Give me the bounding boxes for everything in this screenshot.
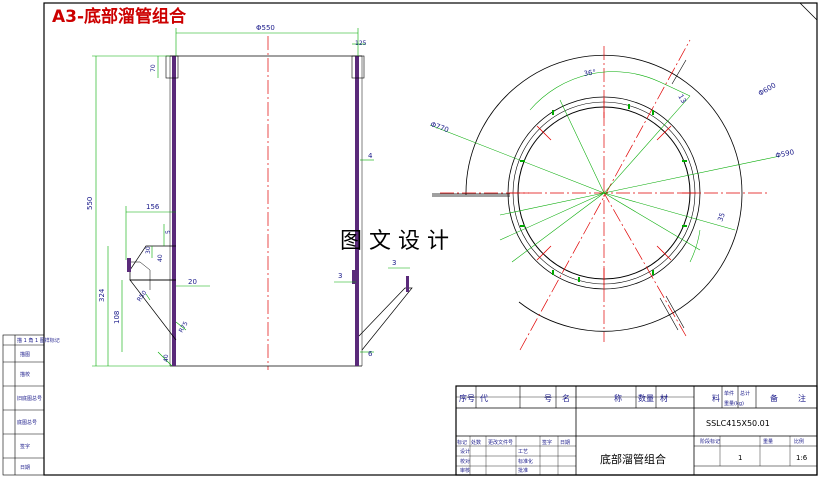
title-block-text: 序号 代 号 名 称 数量 材 料 单件 总计 重量(kg) 备 注 SSLC4… bbox=[457, 390, 808, 474]
qty-value: 1 bbox=[738, 454, 742, 462]
outer-border bbox=[43, 2, 818, 476]
role-2: 审核 bbox=[460, 467, 470, 474]
role-4: 标准化 bbox=[518, 458, 533, 465]
role-3: 工艺 bbox=[518, 449, 528, 455]
hdr-note: 备 bbox=[770, 393, 778, 403]
drawing-title: A3-底部溜管组合 bbox=[52, 6, 187, 27]
hdr-code: 代 bbox=[480, 393, 488, 403]
dim-6: 6 bbox=[368, 350, 373, 358]
title-block bbox=[455, 385, 818, 476]
dim-a13: 13 bbox=[676, 93, 687, 105]
hdr-mat: 材 bbox=[660, 393, 668, 403]
dim-t3: 3 bbox=[338, 272, 342, 280]
hdr-name2: 称 bbox=[614, 393, 622, 403]
front-view: Φ550 125 550 70 4 156 5 30 40 20 324 108… bbox=[86, 24, 413, 370]
dim-top-right: 125 bbox=[355, 40, 367, 47]
dim-r50: R50 bbox=[136, 289, 149, 303]
dim-d770: Φ770 bbox=[429, 120, 449, 134]
role-5: 批准 bbox=[518, 467, 528, 474]
margin-label-1: 描图 bbox=[20, 351, 30, 358]
rev-hdr-1: 处数 bbox=[471, 439, 481, 446]
hdr-note2: 注 bbox=[798, 393, 806, 403]
dim-324: 324 bbox=[98, 288, 106, 302]
rev-hdr-3: 签字 bbox=[542, 439, 552, 446]
corner-mark bbox=[799, 2, 818, 21]
dim-lug-w: 156 bbox=[146, 203, 160, 211]
watermark: 图 文 设 计 bbox=[340, 229, 449, 254]
dim-lug-sub2: 40 bbox=[157, 254, 164, 262]
rev-hdr-0: 标记 bbox=[457, 439, 467, 446]
margin-label-0: 描 1 角 1 图样标记 bbox=[17, 337, 60, 344]
outer-ring bbox=[465, 54, 743, 332]
hdr-name: 名 bbox=[562, 393, 570, 403]
dim-r75: R75 bbox=[178, 320, 190, 334]
dim-wall: 4 bbox=[368, 152, 373, 160]
rev-hdr-2: 更改文件号 bbox=[488, 439, 513, 446]
dim-t3b: 3 bbox=[392, 259, 396, 267]
scale-value: 1:6 bbox=[796, 454, 808, 462]
left-margin-labels: 描 1 角 1 图样标记 描图 描校 旧底图总号 底图总号 签字 日期 bbox=[17, 337, 60, 471]
stage-2: 比例 bbox=[794, 438, 804, 445]
margin-label-5: 签字 bbox=[20, 443, 30, 450]
hdr-mat2: 料 bbox=[712, 393, 720, 403]
dim-height: 550 bbox=[86, 197, 94, 210]
stage-1: 重量 bbox=[763, 438, 773, 445]
dim-a35: 35 bbox=[716, 212, 727, 223]
hdr-mass: 重量(kg) bbox=[724, 400, 744, 407]
left-wall bbox=[172, 56, 176, 366]
right-wall bbox=[355, 56, 359, 366]
dim-lug-gap: 5 bbox=[165, 230, 172, 234]
circle-view: 36° 13 Φ600 Φ770 Φ590 35 bbox=[429, 39, 795, 351]
rev-hdr-4: 日期 bbox=[560, 440, 570, 446]
hdr-unit: 单件 bbox=[724, 390, 734, 397]
part-name: 底部溜管组合 bbox=[600, 452, 666, 466]
margin-label-4: 底图总号 bbox=[17, 419, 37, 426]
hdr-total: 总计 bbox=[740, 390, 750, 397]
dim-d590: Φ590 bbox=[775, 148, 795, 160]
role-0: 设计 bbox=[460, 448, 470, 455]
stage-0: 阶段标记 bbox=[700, 438, 720, 445]
hdr-qty: 数量 bbox=[638, 393, 654, 403]
dim-d600: Φ600 bbox=[757, 81, 777, 97]
margin-label-2: 描校 bbox=[20, 371, 30, 378]
dim-top-width: Φ550 bbox=[256, 24, 275, 32]
margin-label-6: 日期 bbox=[20, 465, 30, 471]
dim-20: 20 bbox=[188, 278, 197, 286]
dim-108: 108 bbox=[113, 311, 121, 324]
drawing-number: SSLC415X50.01 bbox=[706, 419, 770, 428]
dim-flange-h: 70 bbox=[150, 64, 157, 72]
left-margin-strip bbox=[2, 334, 45, 476]
dim-lug-sub1: 30 bbox=[145, 246, 152, 254]
hdr-no: 号 bbox=[544, 394, 552, 403]
dim-ang36: 36° bbox=[583, 68, 596, 78]
margin-label-3: 旧底图总号 bbox=[17, 395, 42, 402]
dim-40: 40 bbox=[163, 354, 170, 362]
role-1: 校对 bbox=[460, 458, 470, 465]
hdr-seq: 序号 bbox=[459, 393, 475, 403]
